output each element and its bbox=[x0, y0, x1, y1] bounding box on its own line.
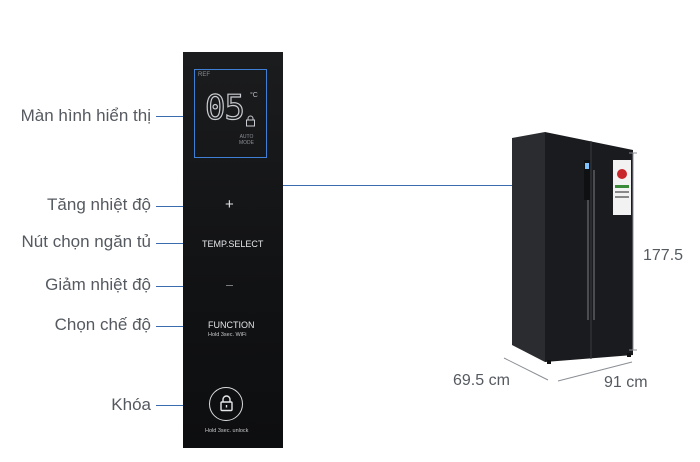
leader-compartment bbox=[156, 243, 203, 244]
label-lock: Khóa bbox=[111, 395, 151, 414]
lock-indicator-icon bbox=[246, 115, 255, 127]
function-hint: Hold 3sec. WiFi bbox=[208, 332, 247, 338]
auto-mode-indicator: AUTO MODE bbox=[239, 134, 254, 146]
label-temp-up: Tăng nhiệt độ bbox=[47, 195, 151, 214]
lock-icon bbox=[220, 395, 233, 412]
auto-mode-line1: AUTO bbox=[239, 134, 254, 140]
label-temp-down: Giảm nhiệt độ bbox=[45, 275, 151, 294]
function-button[interactable]: FUNCTION bbox=[208, 320, 255, 330]
auto-mode-line2: MODE bbox=[239, 140, 254, 146]
lock-button[interactable] bbox=[209, 387, 243, 421]
refrigerator-illustration bbox=[512, 132, 633, 364]
display-frame bbox=[194, 69, 267, 158]
dimension-lines bbox=[503, 152, 637, 382]
height-dimension: 177.5 bbox=[643, 247, 684, 264]
label-mode: Chọn chế độ bbox=[54, 315, 151, 334]
display-digits: 05 bbox=[204, 87, 245, 128]
label-compartment: Nút chọn ngăn tủ bbox=[21, 232, 151, 251]
lock-hint: Hold 3sec. unlock bbox=[205, 428, 249, 434]
temp-up-button[interactable]: + bbox=[225, 196, 234, 213]
leader-display bbox=[156, 116, 194, 117]
ref-label: REF bbox=[198, 72, 210, 78]
leader-mode bbox=[156, 326, 206, 327]
temp-select-button[interactable]: TEMP.SELECT bbox=[202, 239, 264, 249]
degree-unit: °C bbox=[250, 92, 258, 99]
temp-down-button[interactable]: — bbox=[226, 282, 233, 289]
label-display: Màn hình hiển thị bbox=[20, 106, 151, 125]
depth-dimension: 69.5 cm bbox=[453, 372, 510, 389]
width-dimension: 91 cm bbox=[604, 374, 648, 391]
leader-panel-to-fridge bbox=[276, 185, 588, 186]
